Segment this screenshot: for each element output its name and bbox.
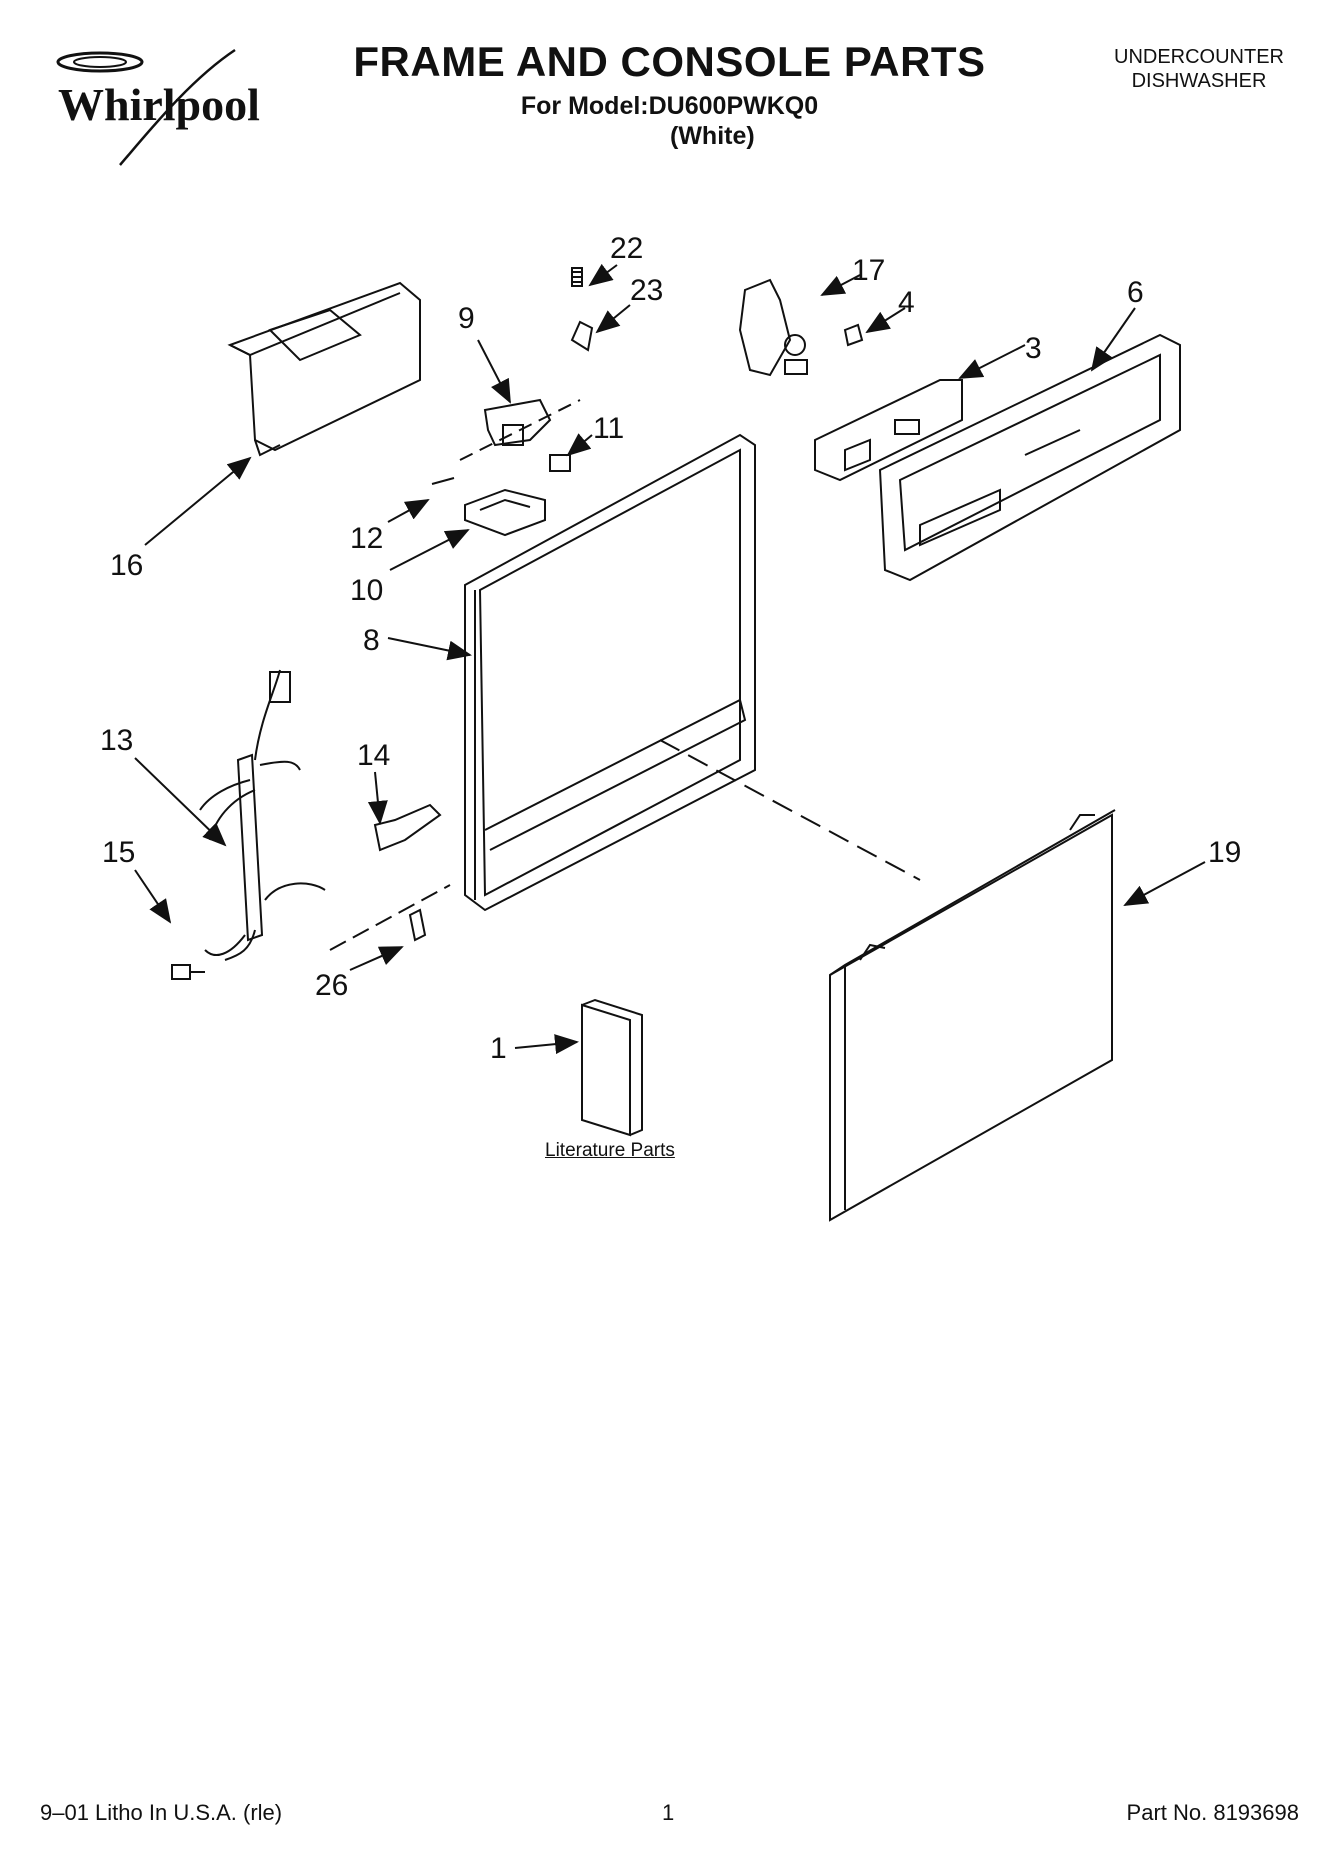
model-variant: (White) xyxy=(670,122,755,150)
part-26-clip xyxy=(408,908,427,942)
callout-9: 9 xyxy=(458,302,475,335)
callout-26: 26 xyxy=(315,969,348,1002)
callout-14: 14 xyxy=(357,739,390,772)
part-12-pin xyxy=(431,477,455,485)
part-4-clip xyxy=(843,323,864,347)
part-17-switch xyxy=(738,278,808,377)
callout-23: 23 xyxy=(630,274,663,307)
part-23-clip xyxy=(570,320,594,352)
part-22-spring xyxy=(571,267,583,287)
callout-6: 6 xyxy=(1127,276,1144,309)
callout-13: 13 xyxy=(100,724,133,757)
footer-litho: 9–01 Litho In U.S.A. (rle) xyxy=(40,1800,283,1825)
part-6-console xyxy=(878,333,1181,582)
product-line-2: DISHWASHER xyxy=(1131,70,1267,92)
page-title: FRAME AND CONSOLE PARTS xyxy=(353,38,986,85)
callout-22: 22 xyxy=(610,232,643,265)
footer-page-number: 1 xyxy=(662,1800,675,1825)
footer-part-number: Part No. 8193698 xyxy=(1126,1800,1299,1825)
part-11-switch xyxy=(549,454,571,472)
guide-line-door xyxy=(659,739,921,881)
literature-parts-label: Literature Parts xyxy=(545,1140,675,1161)
callout-12: 12 xyxy=(350,522,383,555)
part-10-strike xyxy=(464,488,546,537)
guide-line-latch xyxy=(459,399,581,461)
part-3-control-panel xyxy=(814,379,963,482)
callout-16: 16 xyxy=(110,549,143,582)
product-line-1: UNDERCOUNTER xyxy=(1114,46,1284,68)
part-15-screw xyxy=(171,964,205,980)
whirlpool-logo: Whirlpool xyxy=(56,48,260,166)
callout-3: 3 xyxy=(1025,332,1042,365)
guide-line-harness xyxy=(329,884,451,951)
part-14-door-switch xyxy=(373,803,442,852)
callout-19: 19 xyxy=(1208,836,1241,869)
callout-11: 11 xyxy=(593,412,624,445)
part-1-literature xyxy=(581,998,643,1137)
callout-1: 1 xyxy=(490,1032,507,1065)
part-19-door-panel xyxy=(829,809,1116,1222)
callout-8: 8 xyxy=(363,624,380,657)
callout-10: 10 xyxy=(350,574,383,607)
model-line: For Model:DU600PWKQ0 xyxy=(520,92,819,120)
part-8-frame xyxy=(464,433,756,912)
callout-15: 15 xyxy=(102,836,135,869)
callout-4: 4 xyxy=(898,286,915,319)
callout-17: 17 xyxy=(852,254,885,287)
part-16-panel xyxy=(227,281,421,457)
part-9-latch xyxy=(483,398,552,447)
part-13-wire-harness xyxy=(199,669,326,961)
product-type: UNDERCOUNTER DISHWASHER xyxy=(1099,45,1299,93)
